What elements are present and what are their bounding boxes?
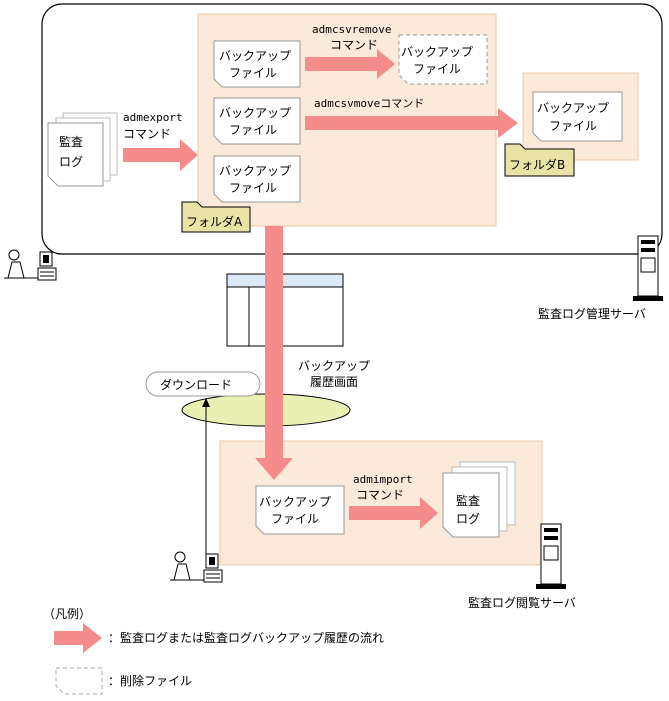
admcsvremove-command-label-2: コマンド <box>330 38 378 52</box>
backup-file-1-label-1: バックアップ <box>219 49 291 63</box>
backup-history-label-1: バックアップ <box>298 359 370 373</box>
administrator-person-icon <box>4 249 57 281</box>
admexport-command-label-2: コマンド <box>123 127 171 141</box>
folder-b-file-label-2: ファイル <box>549 119 597 133</box>
backup-file-3-label-1: バックアップ <box>219 164 291 178</box>
download-bubble <box>145 371 261 397</box>
audit-log-document-stack: 監査 ログ <box>47 112 118 187</box>
backup-file-1-label-2: ファイル <box>229 66 277 80</box>
legend-deleted-file-icon <box>55 667 103 695</box>
backup-history-screen <box>226 273 344 347</box>
deleted-file-label-1: バックアップ <box>401 45 473 59</box>
viewing-server-label: 監査ログ閲覧サーバ <box>468 595 576 610</box>
admcsvremove-flow-arrow <box>305 49 395 79</box>
admexport-flow-arrow <box>123 139 198 171</box>
legend-flow-arrow <box>54 623 102 653</box>
management-server-label: 監査ログ管理サーバ <box>538 306 646 321</box>
imported-audit-log-label-1: 監査 <box>456 493 480 508</box>
backup-file-folder-b: バックアップ ファイル <box>532 91 623 142</box>
viewing-backup-file-label-2: ファイル <box>271 512 319 526</box>
deleted-backup-file: バックアップ ファイル <box>398 34 488 85</box>
viewing-backup-file: バックアップ ファイル <box>255 485 345 535</box>
imported-audit-log-label-2: ログ <box>456 512 480 526</box>
management-server-icon <box>633 235 663 301</box>
download-label: ダウンロード <box>160 377 232 392</box>
admimport-command-label-2: コマンド <box>356 488 404 502</box>
folder-a-icon: フォルダA <box>181 201 251 233</box>
viewing-backup-file-label-1: バックアップ <box>259 495 331 509</box>
viewer-person-icon <box>170 551 223 583</box>
admcsvremove-command-label-1: admcsvremove <box>312 23 391 36</box>
admexport-command-label-1: admexport <box>123 111 183 124</box>
export-to-viewing-flow-arrow <box>255 226 293 480</box>
audit-log-label-2: ログ <box>59 155 83 169</box>
backup-file-1: バックアップ ファイル <box>213 40 301 88</box>
legend-deleted-description: ：削除ファイル <box>108 673 192 688</box>
legend-title: （凡例） <box>43 607 91 621</box>
admimport-flow-arrow <box>349 497 438 529</box>
backup-file-2: バックアップ ファイル <box>213 97 301 145</box>
imported-audit-log-stack: 監査 ログ <box>442 461 516 538</box>
admcsvmove-command-label: admcsvmoveコマンド <box>314 97 424 110</box>
backup-file-2-label-2: ファイル <box>229 123 277 137</box>
backup-file-3: バックアップ ファイル <box>213 155 301 203</box>
viewing-server-icon <box>536 523 566 589</box>
backup-history-label-2: 履歴画面 <box>310 375 358 389</box>
folder-a-label: フォルダA <box>186 214 243 229</box>
folder-b-file-label-1: バックアップ <box>537 101 609 115</box>
deleted-file-label-2: ファイル <box>413 62 461 76</box>
folder-b-icon: フォルダB <box>504 143 575 177</box>
legend-flow-description: ：監査ログまたは監査ログバックアップ履歴の流れ <box>108 630 384 645</box>
admimport-command-label-1: admimport <box>353 473 413 486</box>
backup-file-2-label-1: バックアップ <box>219 106 291 120</box>
admcsvmove-flow-arrow <box>305 108 518 138</box>
folder-b-label: フォルダB <box>509 157 565 172</box>
backup-file-3-label-2: ファイル <box>229 181 277 195</box>
audit-log-label-1: 監査 <box>59 134 83 149</box>
